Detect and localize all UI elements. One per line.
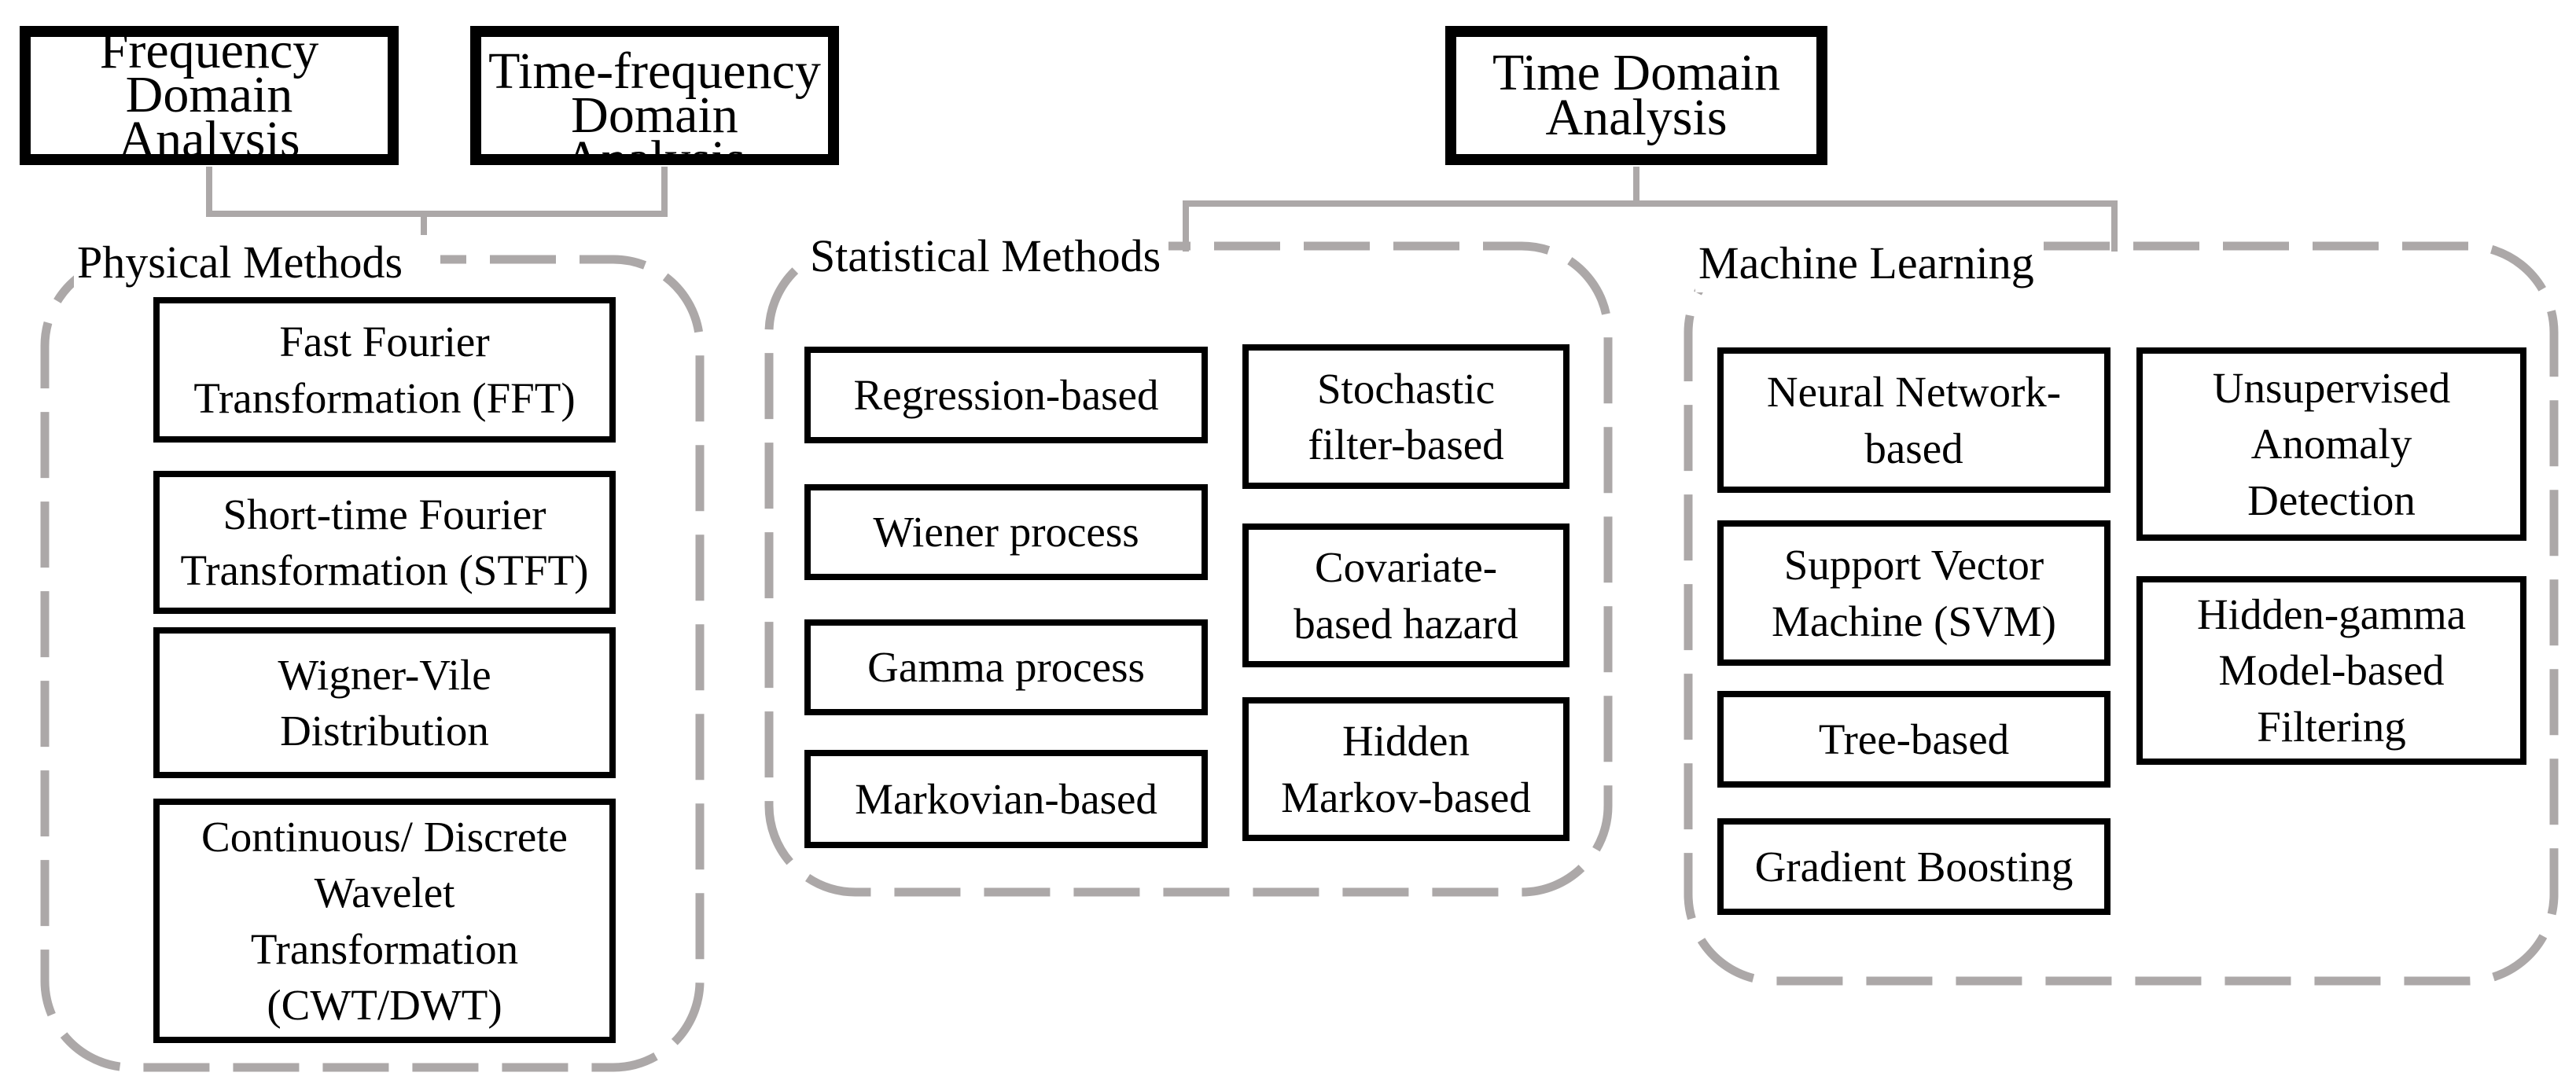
connector-freq-tf-merge (206, 167, 668, 217)
node-markovian-based: Markovian-based (804, 750, 1208, 848)
node-support-vector-machine: Support Vector Machine (SVM) (1717, 520, 2110, 666)
node-tree-based: Tree-based (1717, 691, 2110, 788)
node-unsupervised-anomaly-detection: Unsupervised Anomaly Detection (2136, 347, 2526, 541)
node-stochastic-filter-based: Stochastic filter-based (1242, 344, 1570, 489)
connector-time-domain-span (1183, 200, 2118, 252)
group-outline-machine-learning (1684, 241, 2559, 986)
node-time-domain-analysis: Time Domain Analysis (1445, 26, 1827, 165)
node-fft: Fast Fourier Transformation (FFT) (153, 297, 616, 443)
node-gamma-process: Gamma process (804, 619, 1208, 715)
node-frequency-domain-analysis: Frequency Domain Analysis (20, 26, 399, 165)
node-regression-based: Regression-based (804, 347, 1208, 443)
node-neural-network-based: Neural Network- based (1717, 347, 2110, 493)
group-label-physical-methods: Physical Methods (74, 235, 441, 292)
node-cwt-dwt: Continuous/ Discrete Wavelet Transformat… (153, 799, 616, 1043)
node-stft: Short-time Fourier Transformation (STFT) (153, 471, 616, 614)
group-outline-statistical-methods (764, 241, 1613, 897)
node-wiener-process: Wiener process (804, 484, 1208, 580)
node-wigner-vile-distribution: Wigner-Vile Distribution (153, 627, 616, 778)
node-covariate-based-hazard: Covariate- based hazard (1242, 523, 1570, 667)
group-label-machine-learning: Machine Learning (1695, 236, 2042, 292)
node-hidden-markov-based: Hidden Markov-based (1242, 697, 1570, 841)
node-gradient-boosting: Gradient Boosting (1717, 818, 2110, 915)
group-label-statistical-methods: Statistical Methods (807, 229, 1169, 285)
node-time-frequency-domain-analysis: Time-frequency Domain Analysis (470, 26, 839, 165)
node-hidden-gamma-model-filtering: Hidden-gamma Model-based Filtering (2136, 576, 2526, 765)
